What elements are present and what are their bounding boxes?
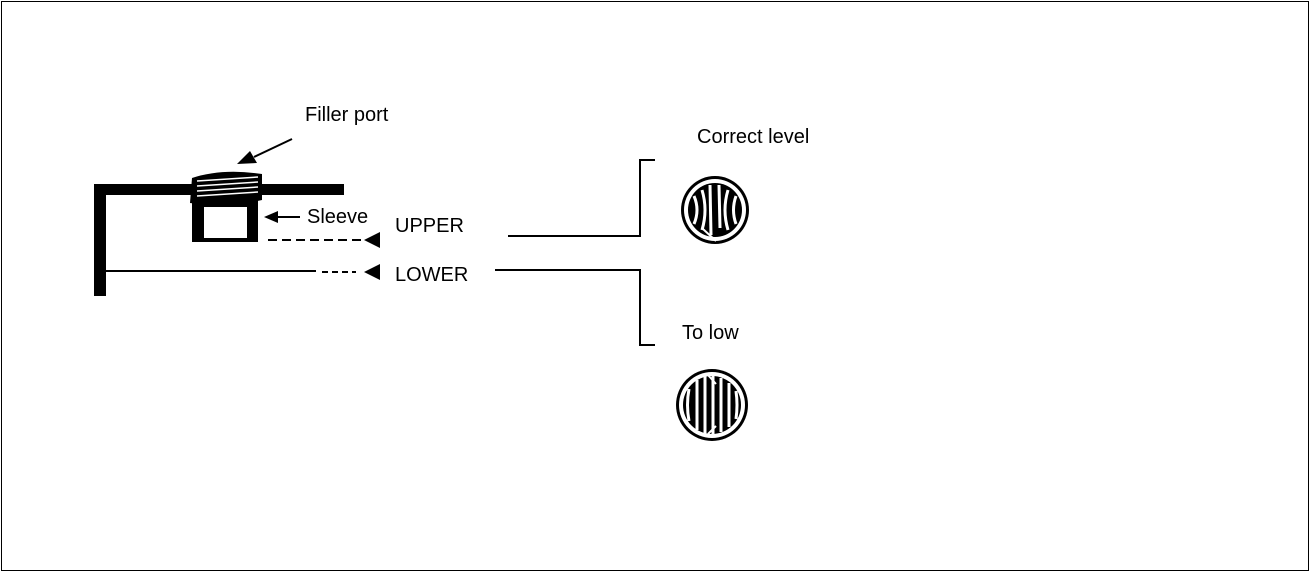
sight-glass-correct-level	[681, 176, 749, 244]
lower-leader-line	[495, 269, 655, 346]
sight-glass-too-low	[676, 369, 748, 441]
sleeve-arrowhead	[264, 211, 278, 223]
lower-arrowhead	[364, 264, 380, 280]
upper-arrowhead	[364, 232, 380, 248]
to-low-label: To low	[682, 322, 739, 344]
upper-label: UPPER	[395, 215, 464, 237]
sleeve-opening	[204, 207, 247, 238]
lower-label: LOWER	[395, 264, 469, 286]
filler-port-arrowhead	[237, 151, 257, 164]
cap-threads	[196, 176, 259, 197]
filler-port-neck	[190, 171, 262, 242]
upper-leader-line	[508, 159, 655, 237]
filler-port-arrow-line	[253, 138, 293, 158]
filler-port-label: Filler port	[305, 104, 389, 126]
sleeve-label: Sleeve	[307, 206, 369, 228]
reservoir-wall	[94, 184, 106, 296]
correct-level-label: Correct level	[697, 126, 810, 148]
